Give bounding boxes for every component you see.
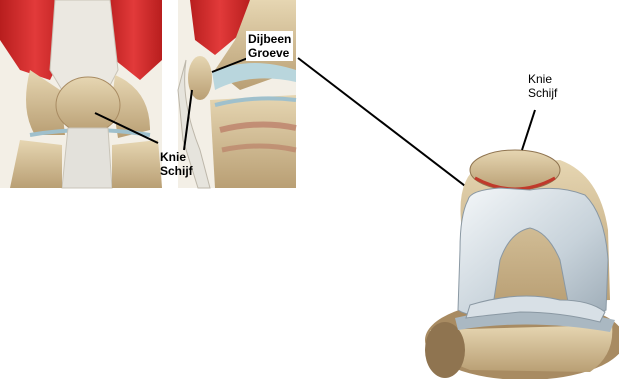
knie-schijf-left-line1: Knie [160, 150, 193, 164]
dijbeen-groeve-line1: Dijbeen [248, 32, 291, 46]
knie-schijf-right-line2: Schijf [528, 86, 557, 100]
dijbeen-groeve-line2: Groeve [248, 46, 291, 60]
knie-schijf-left-line2: Schijf [160, 164, 193, 178]
dijbeen-groeve-label: Dijbeen Groeve [246, 31, 293, 61]
side-view-knee-image [178, 0, 296, 188]
knee-3d-render-image [425, 110, 619, 379]
knie-schijf-label-left: Knie Schijf [160, 150, 193, 178]
knie-schijf-label-right: Knie Schijf [528, 72, 557, 100]
knie-schijf-right-line1: Knie [528, 72, 557, 86]
front-view-knee-image [0, 0, 162, 188]
